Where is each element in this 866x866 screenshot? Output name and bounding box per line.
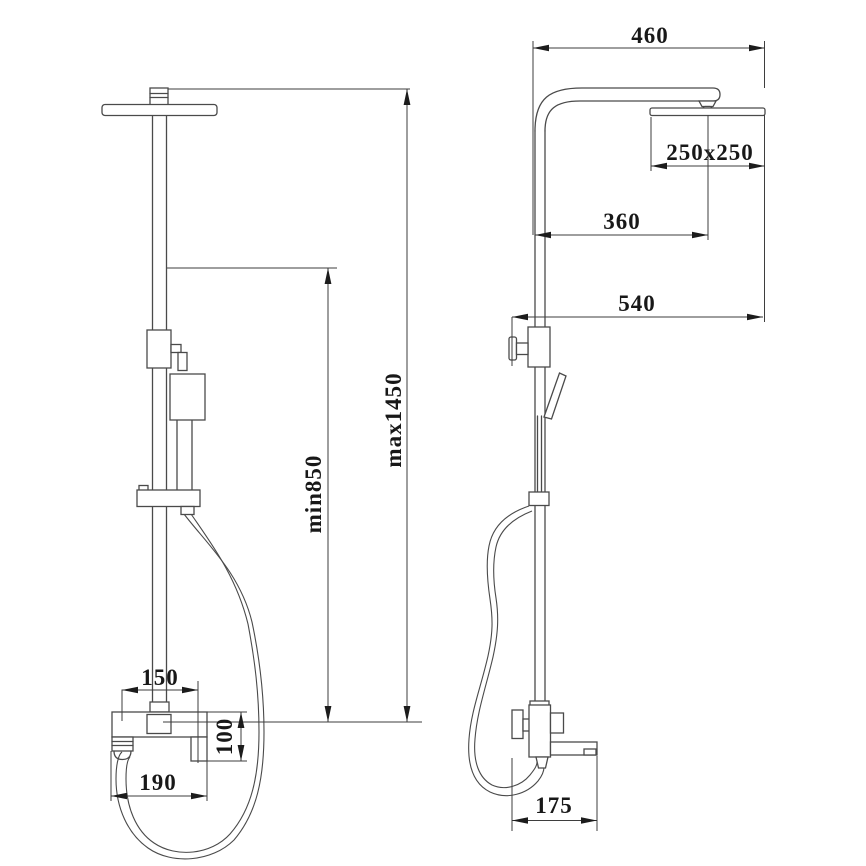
front-diverter-handle-stem [170,343,182,354]
dim-label-175: 175 [535,793,573,818]
dim-label-min850: min850 [301,455,326,534]
dimension-360: 360 [535,115,709,240]
side-slider-holder [528,491,550,507]
dimension-540: 540 [511,291,763,366]
front-head-connector [149,87,169,106]
side-ball-joint [697,100,718,108]
dim-label-360: 360 [603,209,641,234]
front-view [101,87,265,860]
dim-label-150: 150 [141,665,179,690]
side-shower-arm [534,87,721,132]
side-hose-outer [468,505,545,797]
dimension-190: 190 [110,751,208,801]
dimension-250x250: 250x250 [650,115,765,322]
front-diverter-handle-grip [177,351,188,372]
front-handshower-head [169,373,206,421]
front-mixer-handle [146,713,172,735]
front-slider-holder [136,489,201,508]
dim-label-250x250: 250x250 [666,140,754,165]
side-handshower-head [543,372,567,420]
front-diverter [146,329,172,369]
side-rain-shower-head [649,107,766,117]
dimension-175: 175 [511,756,598,831]
front-hose-outer [115,513,265,860]
dim-label-max1450: max1450 [381,372,406,467]
side-hose-inner [474,510,538,789]
side-mixer-body [528,704,552,758]
side-slider-bracket [527,326,551,368]
dimension-min850: min850 [167,267,337,722]
dimension-100: 100 [207,711,247,762]
side-spout-aerator [583,748,597,756]
side-bracket-knob-stem [515,342,529,356]
dimension-150: 150 [121,665,199,763]
side-wall-plate [511,709,524,740]
front-hose-nut [180,505,195,516]
front-hose-inner [125,510,260,853]
front-spout-lip [113,750,132,761]
front-rain-shower-head [101,103,218,117]
front-mixer-connector [149,701,170,713]
dimension-max1450: max1450 [168,88,411,722]
front-outlet-box [190,736,208,762]
side-hose-nut [535,756,549,769]
dim-label-460: 460 [631,23,669,48]
dim-label-100: 100 [212,718,237,756]
side-bracket-knob [508,336,518,361]
dimension-460: 460 [532,23,765,235]
dim-label-190: 190 [139,770,177,795]
front-spout [111,736,134,752]
side-mixer-handle [549,712,565,734]
side-view [468,87,766,797]
dim-label-540: 540 [618,291,656,316]
